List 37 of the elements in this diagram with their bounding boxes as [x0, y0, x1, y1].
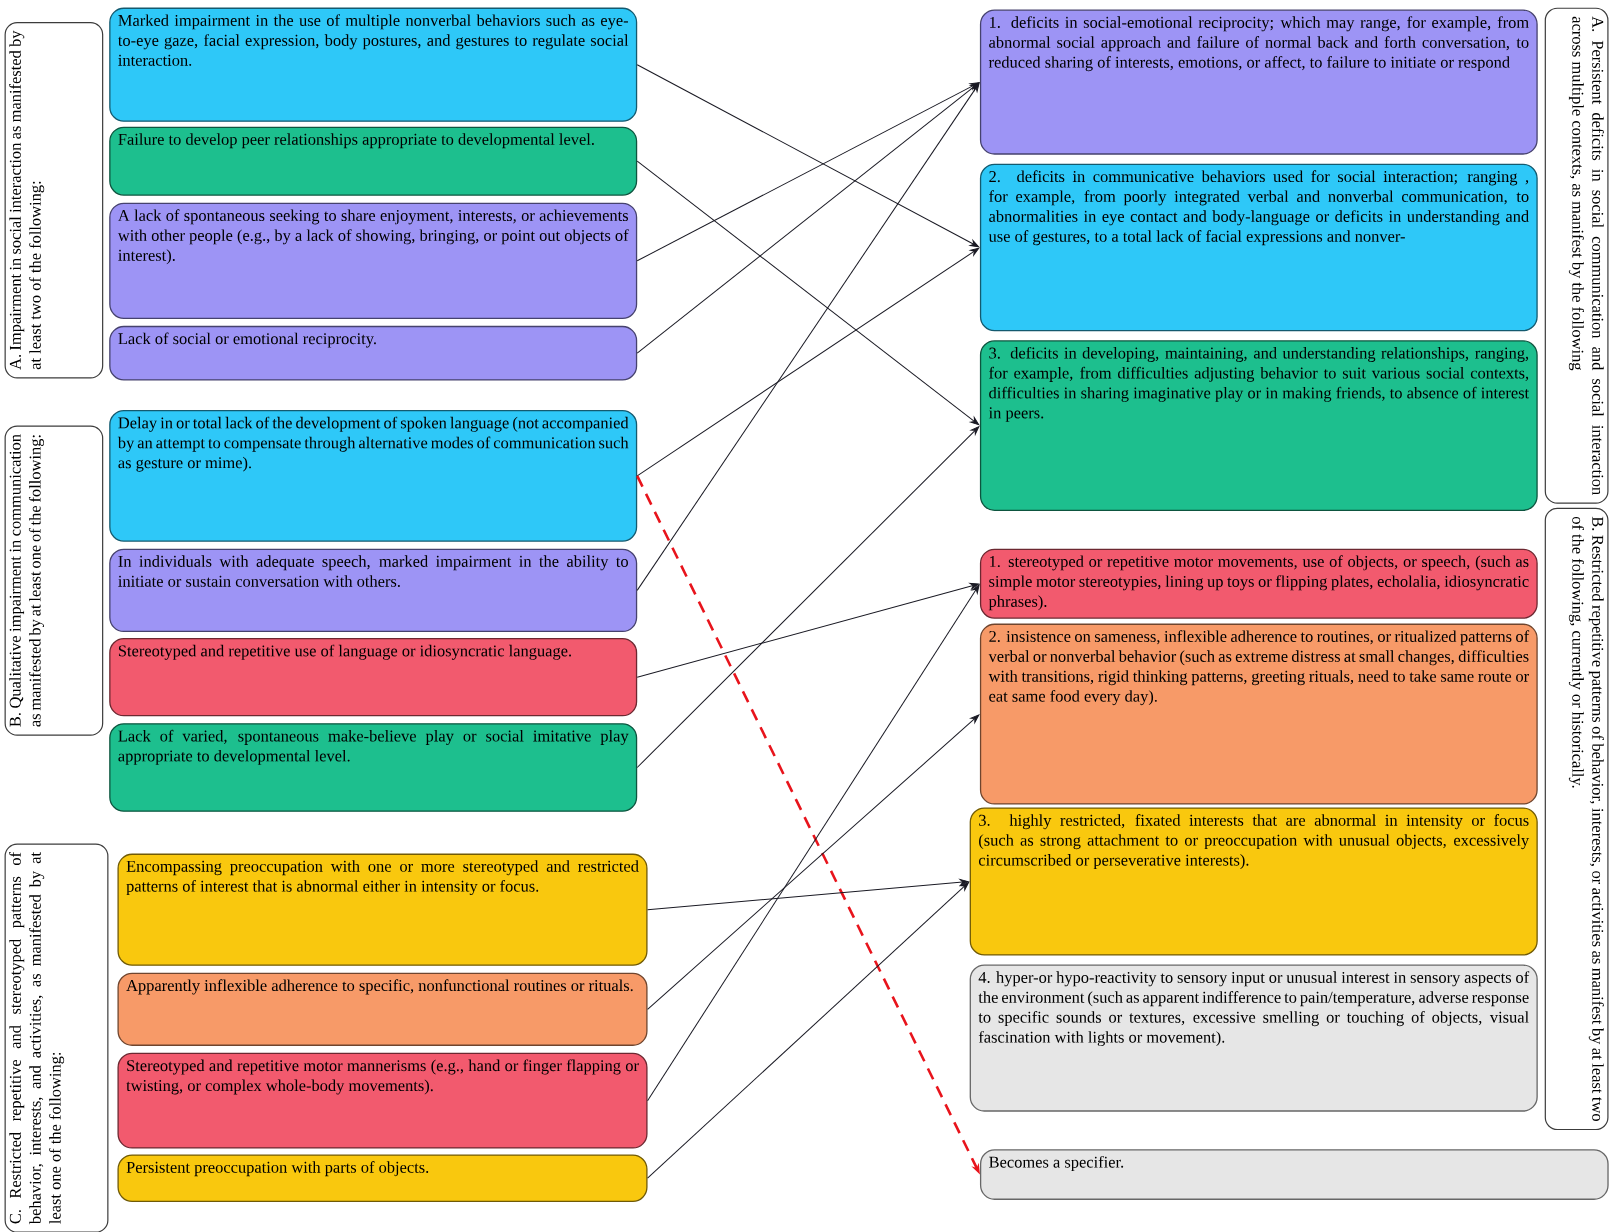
arrow — [647, 584, 980, 1102]
criterion-box: Marked impairment in the use of multiple nonverbal behaviors such as eye-to-eye gaze, facial expression, body postures, and gestures to regulate social interaction. — [109, 7, 638, 122]
category-bracket: A. Impairment in social interaction as manifested by at least two of the following: — [4, 21, 104, 379]
criterion-box: In individuals with adequate speech, marked impairment in the ability to initiate or sustain conversation with others. — [109, 548, 638, 633]
arrow — [636, 247, 980, 477]
criterion-box: Apparently inflexible adherence to specific, nonfunctional routines or rituals. — [117, 972, 648, 1046]
category-bracket: C. Restricted repetitive and stereotyped patterns of behavior, interests, and activities, as manifested by at least one of the following: — [4, 843, 109, 1232]
criterion-box: Becomes a specifier. — [979, 1149, 1609, 1200]
criterion-box: Lack of varied, spontaneous make-believe play or social imitative play appropriate to developmental level. — [109, 723, 638, 812]
arrow — [636, 64, 980, 248]
arrow — [636, 82, 980, 591]
arrow — [636, 426, 980, 768]
category-bracket: A. Persistent deficits in social communication and social interaction across multiple contexts, as manifest by the following — [1544, 7, 1609, 504]
criterion-box: A lack of spontaneous seeking to share enjoyment, interests, or achievements with other people (e.g., by a lack of showing, bringing, or point out objects of interest). — [109, 202, 638, 319]
arrow — [636, 582, 979, 678]
criterion-box: Lack of social or emotional reciprocity. — [109, 325, 638, 381]
criterion-box: 1. deficits in social-emotional reciprocity; which may range, for example, from abnormal social approach and failure of normal back and forth conversation, to reduced sharing of interests, emotions, or affect, to failure to initiate or respond — [979, 9, 1538, 155]
criterion-box: Encompassing preoccupation with one or more stereotyped and restricted patterns of interest that is abnormal either in intensity or focus. — [117, 853, 648, 966]
category-bracket: B. Qualitative impairment in communication as manifested by at least one of the following: — [4, 425, 104, 736]
criterion-box: 4. hyper-or hypo-reactivity to sensory input or unusual interest in sensory aspects of the environment (such as apparent indifference to pain/temperature, adverse response to specific sounds or textures, excessive smelling or touching of objects, visual fascination with lights or movement). — [969, 964, 1538, 1112]
criterion-box: Delay in or total lack of the development of spoken language (not accompanied by an attempt to compensate through alternative modes of communication such as gesture or mime). — [109, 410, 638, 542]
criterion-box: Persistent preoccupation with parts of objects. — [117, 1154, 648, 1202]
criterion-box: 2. insistence on sameness, inflexible adherence to routines, or ritualized patterns of verbal or nonverbal behavior (such as extreme distress at small changes, difficulties with transitions, rigid thinking patterns, greeting rituals, need to take same route or eat same food every day). — [979, 623, 1538, 805]
criterion-box: 1. stereotyped or repetitive motor movements, use of objects, or speech, (such as simple motor stereotypies, lining up toys or flipping plates, echolalia, idiosyncratic phrases). — [979, 548, 1538, 619]
criterion-box: Stereotyped and repetitive use of language or idiosyncratic language. — [109, 638, 638, 717]
arrow — [647, 714, 980, 1010]
criterion-box: 3. highly restricted, fixated interests that are abnormal in intensity or focus (such as strong attachment to or preoccupation with unusual objects, excessively circumscribed or perseverative interests). — [969, 807, 1538, 956]
arrow — [636, 82, 980, 262]
arrow — [647, 878, 969, 911]
arrow — [647, 882, 970, 1179]
criterion-box: Stereotyped and repetitive motor mannerisms (e.g., hand or finger flapping or twisting, or complex whole-body movements). — [117, 1052, 648, 1149]
criterion-box: Failure to develop peer relationships appropriate to developmental level. — [109, 126, 638, 196]
category-bracket: B. Restricted repetitive patterns of behavior, interests, or activities as manifest by at least two of the following, currently or historically. — [1544, 507, 1609, 1131]
criterion-box: 2. deficits in communicative behaviors used for social interaction; ranging , for example, from poorly integrated verbal and nonverbal communication, to abnormalities in eye contact and body-language or deficits in understanding and use of gestures, to a total lack of facial expressions and nonver- — [979, 163, 1538, 332]
arrow — [636, 160, 980, 426]
criterion-box: 3. deficits in developing, maintaining, and understanding relationships, ranging, for example, from difficulties adjusting behavior to suit various social contexts, difficulties in sharing imaginative play or in making friends, to absence of interest in peers. — [979, 340, 1538, 511]
arrow — [636, 82, 980, 354]
